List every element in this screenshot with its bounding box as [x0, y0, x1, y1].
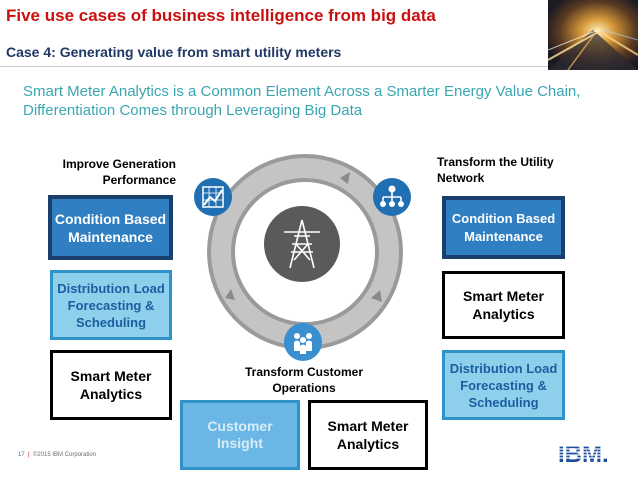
cycle-arrow: [340, 172, 350, 184]
generation-smart-meter-analytics-box: Smart Meter Analytics: [50, 350, 172, 420]
cycle-arrow: [371, 290, 382, 302]
network-smart-meter-analytics-box: Smart Meter Analytics: [442, 271, 565, 339]
customer-smart-meter-analytics-box: Smart Meter Analytics: [308, 400, 428, 470]
chart-icon: [194, 178, 232, 221]
header-divider: [0, 66, 548, 67]
slide-subtitle: Case 4: Generating value from smart util…: [6, 44, 342, 60]
footer: 17 | ©2015 IBM Corporation: [18, 452, 96, 458]
people-icon: [284, 323, 322, 366]
network-group-label: Transform the Utility Network: [437, 155, 554, 185]
ibm-logo: IBM.: [556, 440, 616, 471]
network-load-forecasting-box: Distribution Load Forecasting & Scheduli…: [442, 350, 565, 420]
footer-separator: |: [28, 452, 30, 458]
ibm-logo-text: IBM.: [558, 441, 609, 466]
generation-group-label: Improve Generation Performance: [62, 157, 176, 187]
copyright: ©2015 IBM Corporation: [32, 452, 97, 458]
customer-insight-box: Customer Insight: [180, 400, 300, 470]
header-photo: [548, 0, 638, 70]
transmission-tower-icon: [264, 206, 340, 282]
tagline: Smart Meter Analytics is a Common Elemen…: [23, 83, 581, 119]
generation-load-forecasting-box: Distribution Load Forecasting & Scheduli…: [50, 270, 172, 340]
network-condition-maintenance-box: Condition Based Maintenance: [442, 196, 565, 259]
network-icon: [373, 178, 411, 221]
slide-title: Five use cases of business intelligence …: [6, 6, 436, 25]
page-number: 17: [18, 452, 25, 458]
customer-group-label: Transform Customer Operations: [244, 365, 364, 395]
generation-condition-maintenance-box: Condition Based Maintenance: [48, 195, 173, 260]
cycle-arrow: [225, 289, 235, 300]
